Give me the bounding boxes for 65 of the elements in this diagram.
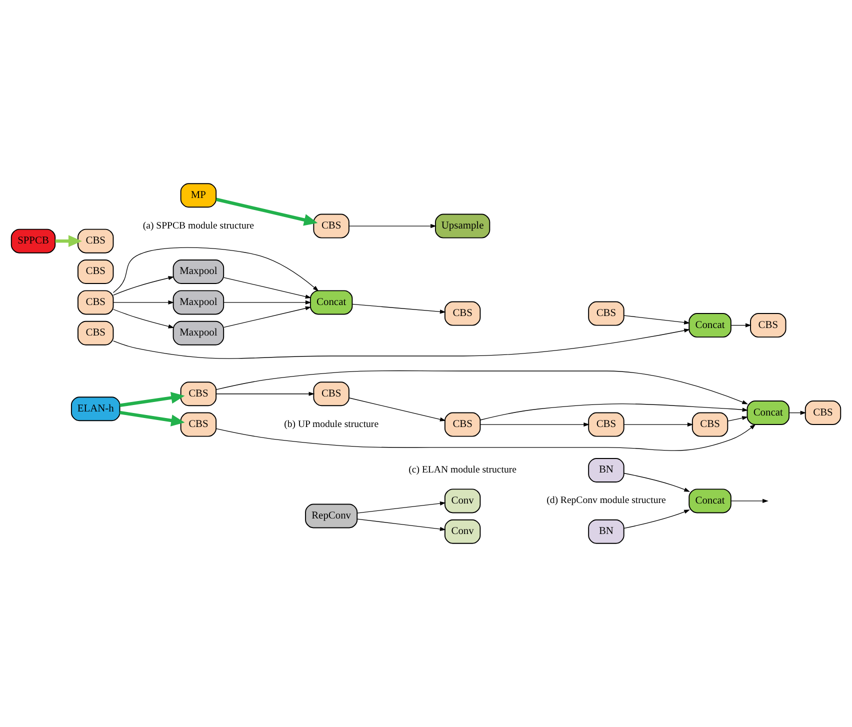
node-box: CBS: [692, 412, 728, 437]
node-box: Conv: [444, 488, 481, 514]
node-box: CBS: [180, 412, 217, 437]
arrow: [357, 501, 446, 514]
arrow: [112, 300, 174, 305]
node-box: CBS: [750, 313, 786, 338]
node-box: Concat: [746, 400, 790, 426]
label: (c) ELAN module structure: [408, 464, 516, 476]
arrow: [480, 422, 590, 427]
node-box: CBS: [77, 320, 114, 346]
arrow: [357, 518, 446, 532]
arrow: [216, 370, 748, 404]
arrow: [224, 300, 312, 305]
node-box: CBS: [444, 301, 481, 326]
arrow: [120, 410, 185, 426]
arrow: [224, 277, 312, 299]
arrow: [352, 304, 446, 314]
arrow: [120, 392, 185, 408]
arrow: [624, 315, 690, 324]
node-box: BN: [588, 519, 624, 544]
arrow: [788, 410, 806, 415]
node-box: CBS: [180, 382, 217, 406]
node-box: CBS: [588, 301, 624, 326]
arrow: [216, 392, 315, 396]
arrow: [112, 247, 319, 293]
arrow: [224, 306, 312, 328]
node-box: Concat: [310, 290, 353, 315]
label: (a) SPPCB module structure: [142, 220, 254, 232]
arrow: [480, 404, 748, 420]
arrow: [730, 498, 768, 503]
node-box: CBS: [804, 400, 842, 426]
node-box: CBS: [444, 412, 481, 437]
arrow: [624, 422, 694, 427]
arrow: [55, 235, 82, 247]
arrow: [348, 398, 446, 422]
node-box: Conv: [444, 519, 481, 544]
label: (d) RepConv module structure: [546, 495, 666, 506]
node-box: CBS: [313, 382, 350, 406]
node-box: CBS: [77, 228, 114, 254]
arrow: [216, 198, 318, 226]
arrow: [348, 224, 436, 228]
arrow: [624, 510, 690, 529]
node-box: CBS: [588, 412, 624, 437]
label: (b) UP module structure: [284, 418, 379, 430]
arrow: [216, 424, 756, 451]
arrow: [624, 472, 690, 492]
node-box: Concat: [688, 313, 732, 338]
node-box: CBS: [313, 214, 350, 238]
node-box: Maxpool: [172, 260, 224, 284]
node-box: SPPCB: [10, 228, 56, 254]
node-box: MP: [180, 183, 217, 208]
arrow: [113, 276, 174, 296]
node-box: Concat: [688, 488, 732, 514]
node-box: Upsample: [434, 214, 490, 238]
arrow: [730, 323, 752, 328]
node-box: BN: [588, 458, 624, 482]
node-box: Maxpool: [172, 290, 224, 315]
node-box: RepConv: [305, 504, 358, 528]
node-box: ELAN-h: [70, 396, 120, 422]
node-box: CBS: [77, 260, 114, 284]
arrow: [727, 416, 748, 422]
node-box: CBS: [77, 290, 114, 315]
arrow: [113, 309, 174, 328]
arrow: [113, 328, 690, 359]
node-box: Maxpool: [172, 320, 224, 346]
